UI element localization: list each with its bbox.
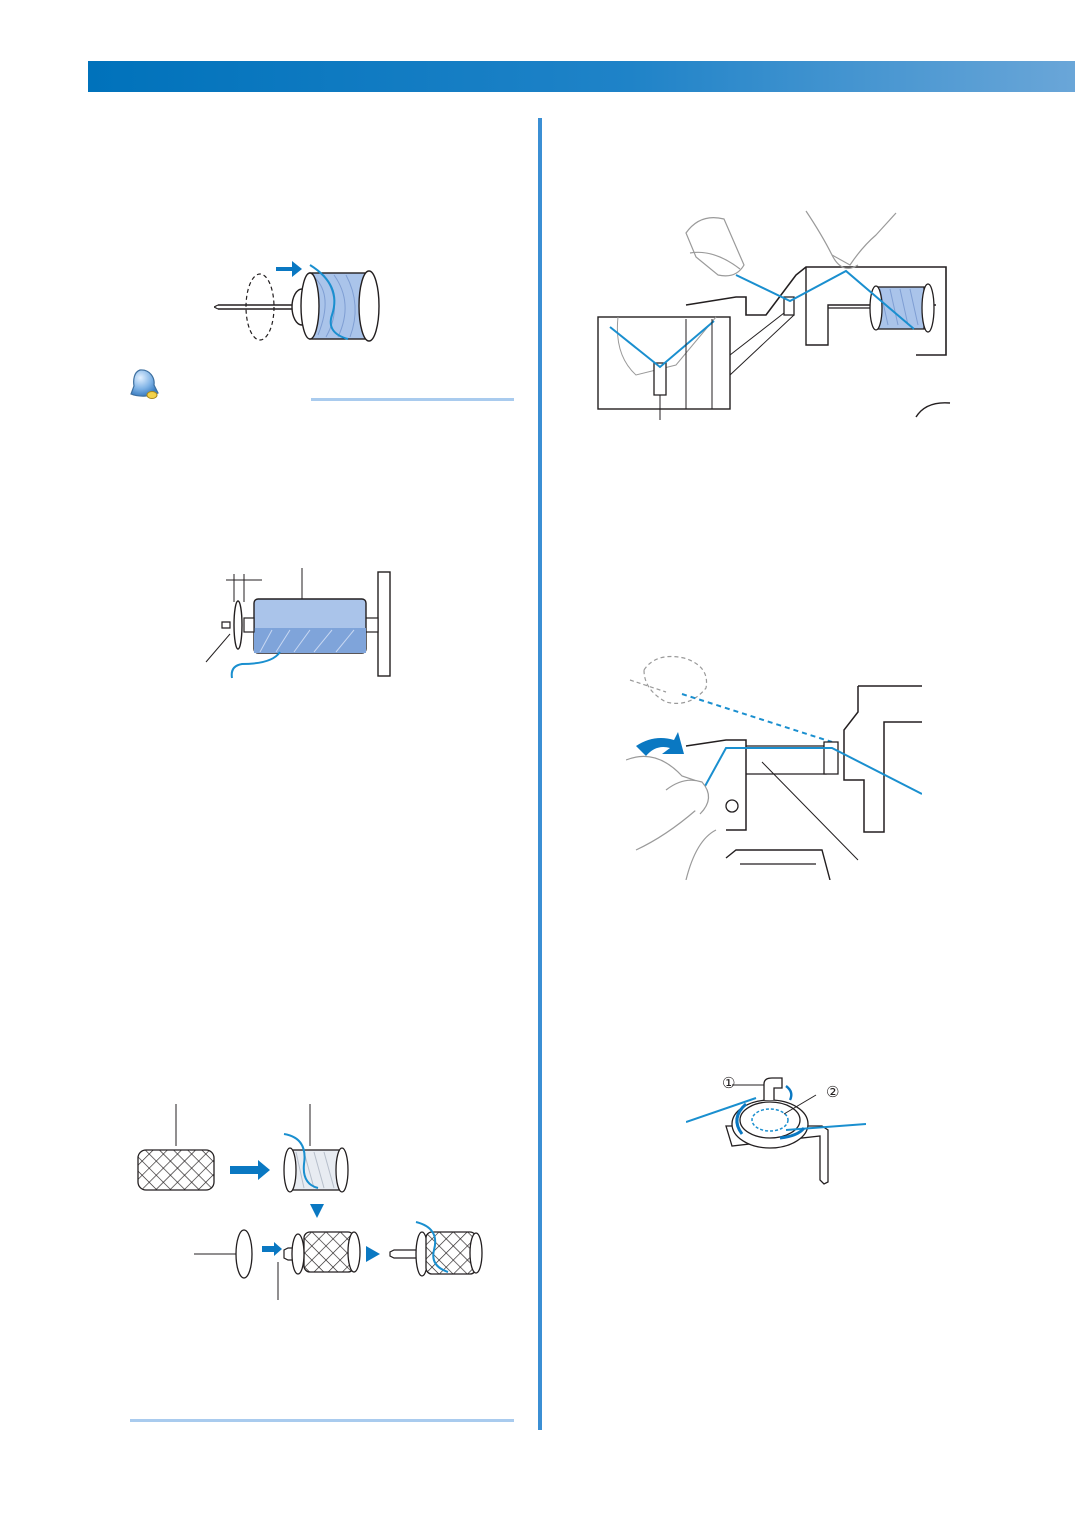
- column-divider: [538, 118, 542, 1430]
- thread-guide-hands-figure: [597, 210, 951, 420]
- spool-cap-figure: [205, 568, 391, 679]
- pull-thread-figure: [626, 655, 922, 880]
- spool-placement-figure: [214, 261, 380, 342]
- callout-2: ②: [826, 1083, 840, 1101]
- callout-1: ①: [722, 1074, 736, 1092]
- bobbin-winder-figure: [686, 1077, 866, 1185]
- memo-rule: [311, 398, 514, 401]
- thread-net-figure: [137, 1104, 483, 1300]
- memo-end-rule: [130, 1419, 514, 1422]
- bell-memo-icon: [130, 369, 159, 399]
- header-bar: [88, 61, 1075, 92]
